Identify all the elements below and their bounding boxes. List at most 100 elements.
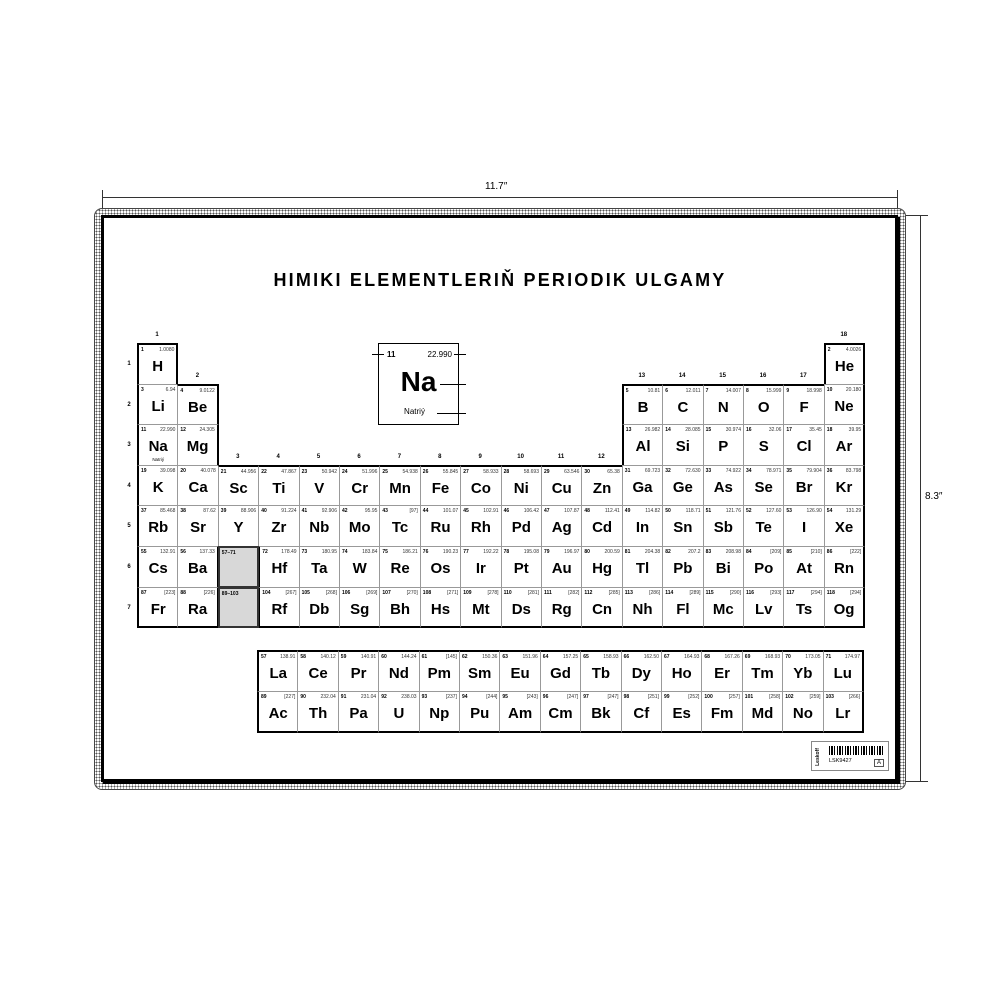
element-symbol: Sc <box>229 479 248 497</box>
element-symbol: K <box>152 478 164 496</box>
element-symbol: Yb <box>793 665 813 682</box>
atomic-mass: [222] <box>850 549 862 555</box>
atomic-mass: 138.91 <box>280 654 296 660</box>
atomic-number: 97 <box>583 694 589 700</box>
atomic-number: 2 <box>827 347 831 353</box>
group-label: 6 <box>357 453 361 460</box>
element-symbol: Cd <box>592 519 613 537</box>
atomic-number: 44 <box>422 508 429 515</box>
atomic-number: 75 <box>382 549 388 555</box>
element-cell-db: 105[268]Db <box>298 586 340 629</box>
element-symbol: Sm <box>468 665 492 682</box>
atomic-number: 57 <box>261 654 267 660</box>
element-symbol: Be <box>187 398 208 416</box>
element-symbol: Ce <box>308 665 328 682</box>
atomic-mass: 118.71 <box>685 508 701 515</box>
element-symbol: V <box>314 479 325 497</box>
atomic-number: 23 <box>301 468 308 475</box>
legend-pointer-name <box>437 413 466 414</box>
element-symbol: Sn <box>673 519 693 537</box>
atomic-mass: 204.38 <box>644 549 661 555</box>
group-label: 18 <box>840 332 848 338</box>
atomic-mass: 144.24 <box>401 654 417 660</box>
group-label: 15 <box>719 372 726 379</box>
element-symbol: C <box>677 398 689 416</box>
atomic-mass: 232.04 <box>320 694 336 700</box>
atomic-number: 34 <box>746 467 752 474</box>
element-symbol: Cu <box>551 479 572 497</box>
atomic-number: 27 <box>463 468 469 475</box>
atomic-mass: [282] <box>568 589 580 596</box>
atomic-number: 105 <box>301 589 310 596</box>
atomic-mass: [258] <box>769 694 781 700</box>
atomic-mass: 22.990 <box>160 427 176 434</box>
atomic-mass: 168.93 <box>764 654 781 660</box>
element-symbol: Ga <box>632 478 653 496</box>
element-cell-fr: 87[223]Fr <box>137 586 179 629</box>
atomic-mass: 69.723 <box>644 467 661 474</box>
atomic-number: 10 <box>826 386 833 393</box>
element-symbol: Tc <box>391 519 409 537</box>
element-symbol: Si <box>675 438 690 456</box>
atomic-mass: 238.03 <box>401 694 417 700</box>
atomic-number: 12 <box>180 427 186 434</box>
element-symbol: Zr <box>271 519 287 537</box>
element-symbol: Rg <box>551 600 572 618</box>
period-label: 1 <box>127 361 131 367</box>
element-symbol: Lv <box>754 600 773 618</box>
atomic-mass: 28.085 <box>685 427 701 434</box>
element-symbol: Al <box>635 438 651 456</box>
width-dimension-label: 11.7″ <box>485 181 508 192</box>
product-variant: A <box>873 759 884 767</box>
atomic-number: 18 <box>826 427 833 434</box>
atomic-number: 14 <box>665 427 671 434</box>
atomic-number: 31 <box>624 467 631 474</box>
atomic-mass: 24.305 <box>199 427 215 434</box>
element-symbol: Zn <box>592 479 612 497</box>
element-symbol: Hg <box>592 560 613 577</box>
element-cell-og: 118[294]Og <box>823 586 866 629</box>
atomic-number: 99 <box>664 694 670 700</box>
placeholder-range: 57–71 <box>221 550 236 556</box>
atomic-mass: [286] <box>649 589 661 596</box>
atomic-mass: 196.97 <box>564 549 580 555</box>
atomic-mass: 85.468 <box>160 508 176 515</box>
atomic-mass: 74.922 <box>725 467 741 474</box>
atomic-mass: [210] <box>810 549 822 555</box>
atomic-number: 56 <box>180 549 186 555</box>
atomic-number: 71 <box>825 654 832 660</box>
atomic-mass: 10.81 <box>647 387 661 394</box>
atomic-number: 26 <box>422 468 429 475</box>
element-symbol: Rh <box>470 519 491 537</box>
group-label: 7 <box>397 453 402 460</box>
element-symbol: Te <box>755 519 772 537</box>
atomic-number: 90 <box>300 694 306 700</box>
atomic-number: 81 <box>624 549 631 555</box>
element-symbol: Sr <box>190 519 206 537</box>
element-cell-sg: 106[269]Sg <box>339 586 381 629</box>
atomic-mass: 180.95 <box>321 549 337 555</box>
element-cell-fm: 100[257]Fm <box>701 691 743 733</box>
atomic-number: 32 <box>665 467 671 474</box>
legend-pointer-symbol <box>440 384 466 385</box>
element-symbol: Bi <box>715 560 731 577</box>
atomic-number: 100 <box>704 694 713 700</box>
